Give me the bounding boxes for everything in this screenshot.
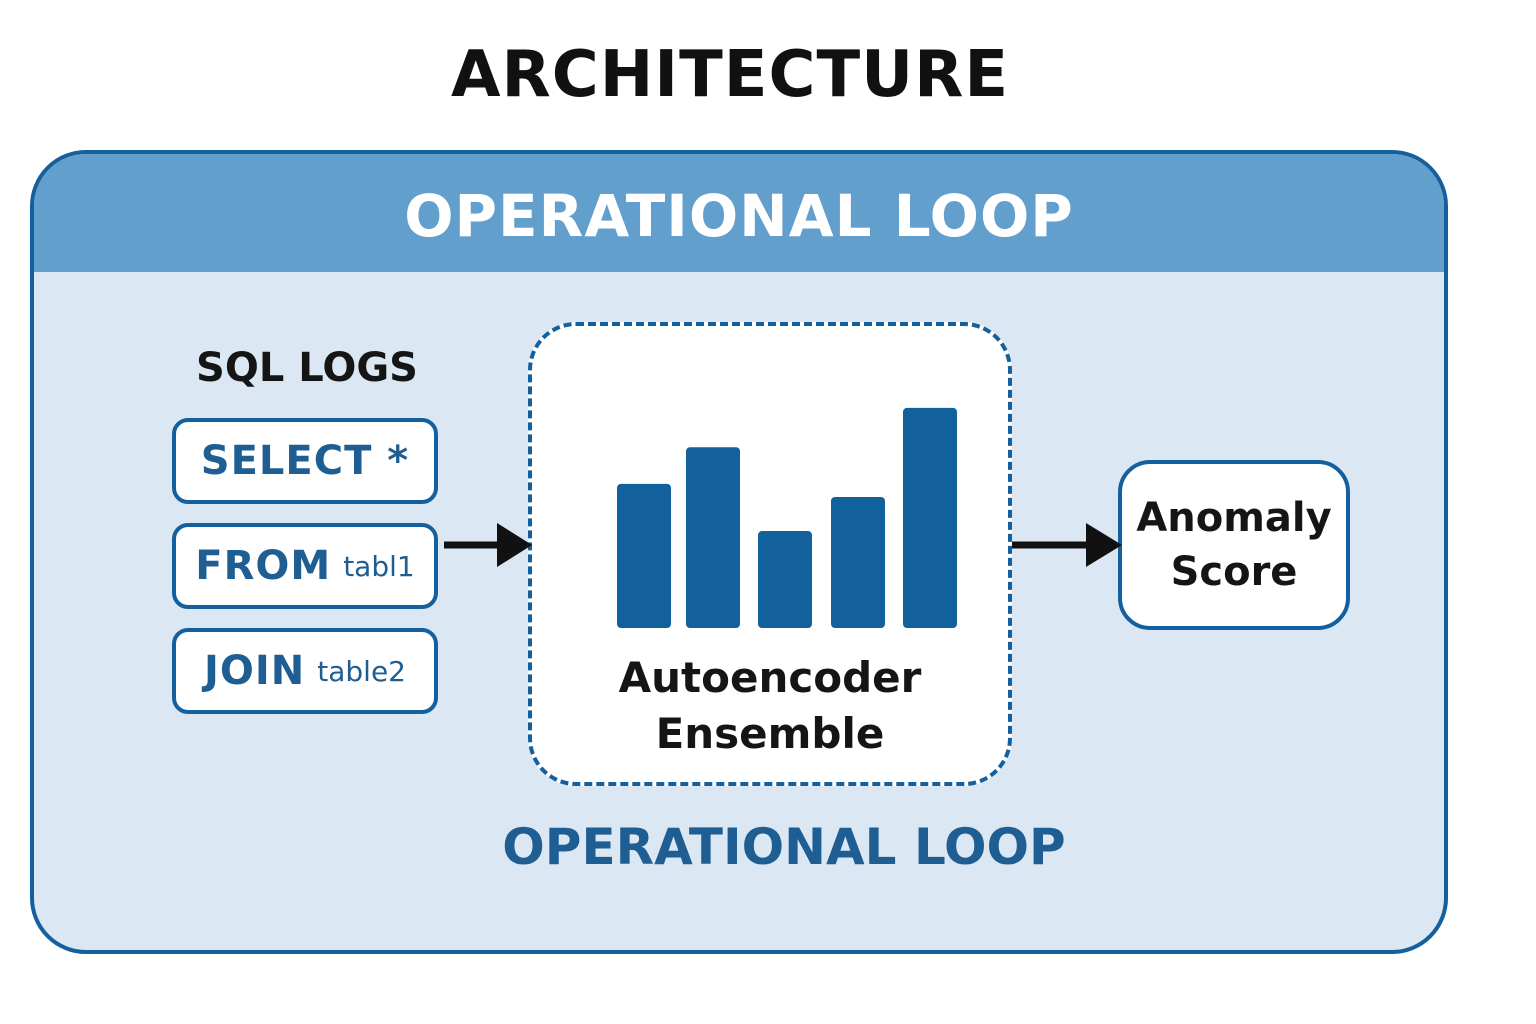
sql-table-name: table2 bbox=[317, 654, 406, 688]
sql-log-select: SELECT * bbox=[172, 418, 438, 504]
sql-keyword: FROM bbox=[195, 543, 332, 589]
autoencoder-label-line1: Autoencoder bbox=[618, 653, 922, 702]
diagram-title: ARCHITECTURE bbox=[450, 38, 1010, 112]
operational-loop-footer-label: OPERATIONAL LOOP bbox=[502, 818, 1066, 876]
autoencoder-label-line2: Ensemble bbox=[655, 709, 885, 758]
sql-keyword: JOIN bbox=[204, 648, 306, 694]
sql-logs-title: SQL LOGS bbox=[196, 345, 418, 391]
sql-table-name: tabl1 bbox=[343, 549, 415, 583]
autoencoder-ensemble-label: Autoencoder Ensemble bbox=[528, 650, 1012, 762]
anomaly-score-line2: Score bbox=[1170, 549, 1298, 595]
anomaly-score-line1: Anomaly bbox=[1136, 495, 1332, 541]
operational-loop-header-label: OPERATIONAL LOOP bbox=[404, 182, 1074, 250]
sql-log-join: JOIN table2 bbox=[172, 628, 438, 714]
anomaly-score-box: Anomaly Score bbox=[1118, 460, 1350, 630]
operational-loop-header: OPERATIONAL LOOP bbox=[34, 154, 1444, 272]
sql-log-from: FROM tabl1 bbox=[172, 523, 438, 609]
sql-keyword: SELECT * bbox=[200, 438, 410, 484]
